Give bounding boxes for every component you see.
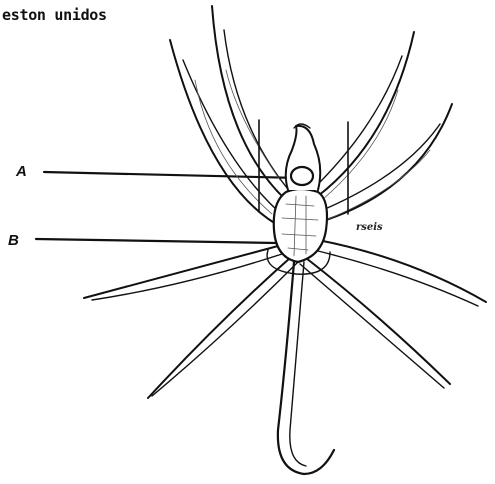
leg-front-right-inner [312, 32, 414, 200]
leg-front-left-outer [170, 40, 286, 228]
leg-rear-right-lower [300, 258, 450, 388]
leg-rear-left-lower [148, 258, 298, 398]
structure-a-ring [291, 167, 313, 185]
hooked-appendage [278, 262, 334, 474]
leg-rear-right-upper [314, 240, 486, 306]
leader-line-b [36, 239, 276, 243]
